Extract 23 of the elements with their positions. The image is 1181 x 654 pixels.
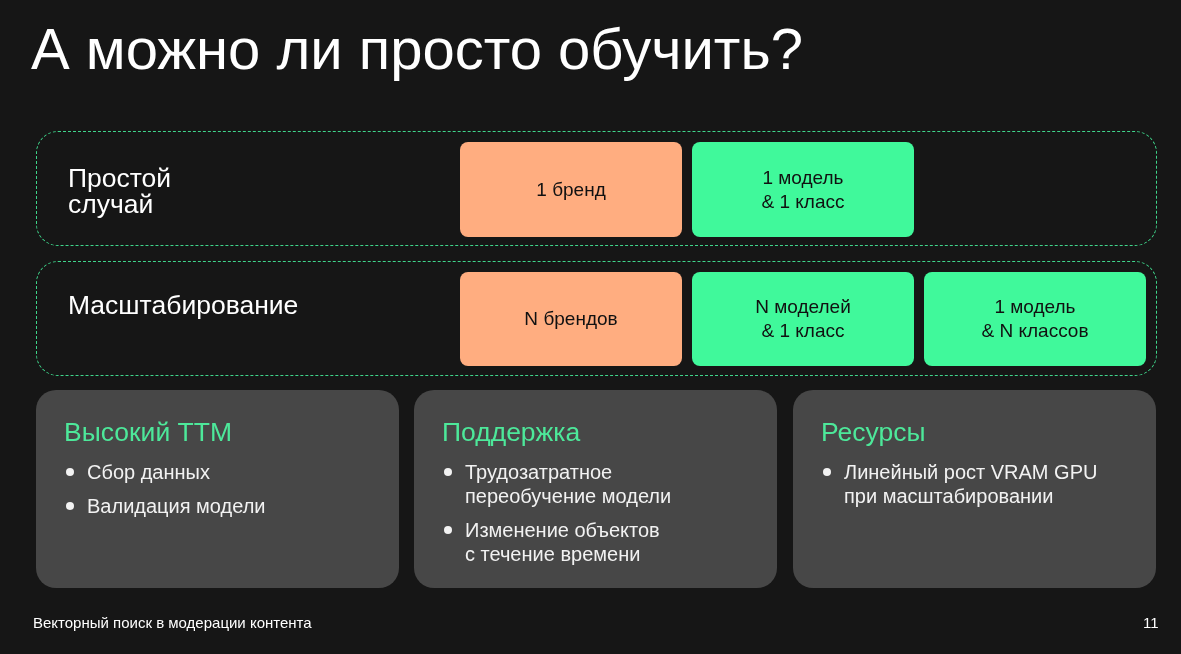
bullet-text: Трудозатратное переобучение модели	[465, 460, 673, 508]
page-number: 11	[1143, 614, 1159, 632]
footer-text: Векторный поиск в модерации контента	[33, 614, 312, 632]
bullet-text: Сбор данных	[87, 460, 211, 484]
model-box: N моделей & 1 класс	[692, 272, 914, 366]
card-heading: Высокий TTM	[64, 417, 233, 447]
model-box: 1 модель & N классов	[924, 272, 1146, 366]
info-card	[36, 390, 399, 588]
slide-title: А можно ли просто обучить?	[31, 15, 803, 83]
bullet-text: Линейный рост VRAM GPU при масштабировании	[844, 460, 1099, 508]
card-heading: Ресурсы	[821, 417, 926, 447]
model-box: 1 модель & 1 класс	[692, 142, 914, 237]
info-card	[414, 390, 777, 588]
scope-box: N брендов	[460, 272, 682, 366]
scope-box: 1 бренд	[460, 142, 682, 237]
group-heading: Простой случай	[68, 165, 173, 217]
dashed-group-band	[36, 131, 1157, 246]
info-card	[793, 390, 1156, 588]
group-heading: Масштабирование	[68, 292, 300, 318]
dashed-group-band	[36, 261, 1157, 376]
bullet-text: Изменение объектов с течение времени	[465, 518, 661, 566]
card-heading: Поддержка	[442, 417, 581, 447]
bullet-text: Валидация модели	[87, 494, 267, 518]
